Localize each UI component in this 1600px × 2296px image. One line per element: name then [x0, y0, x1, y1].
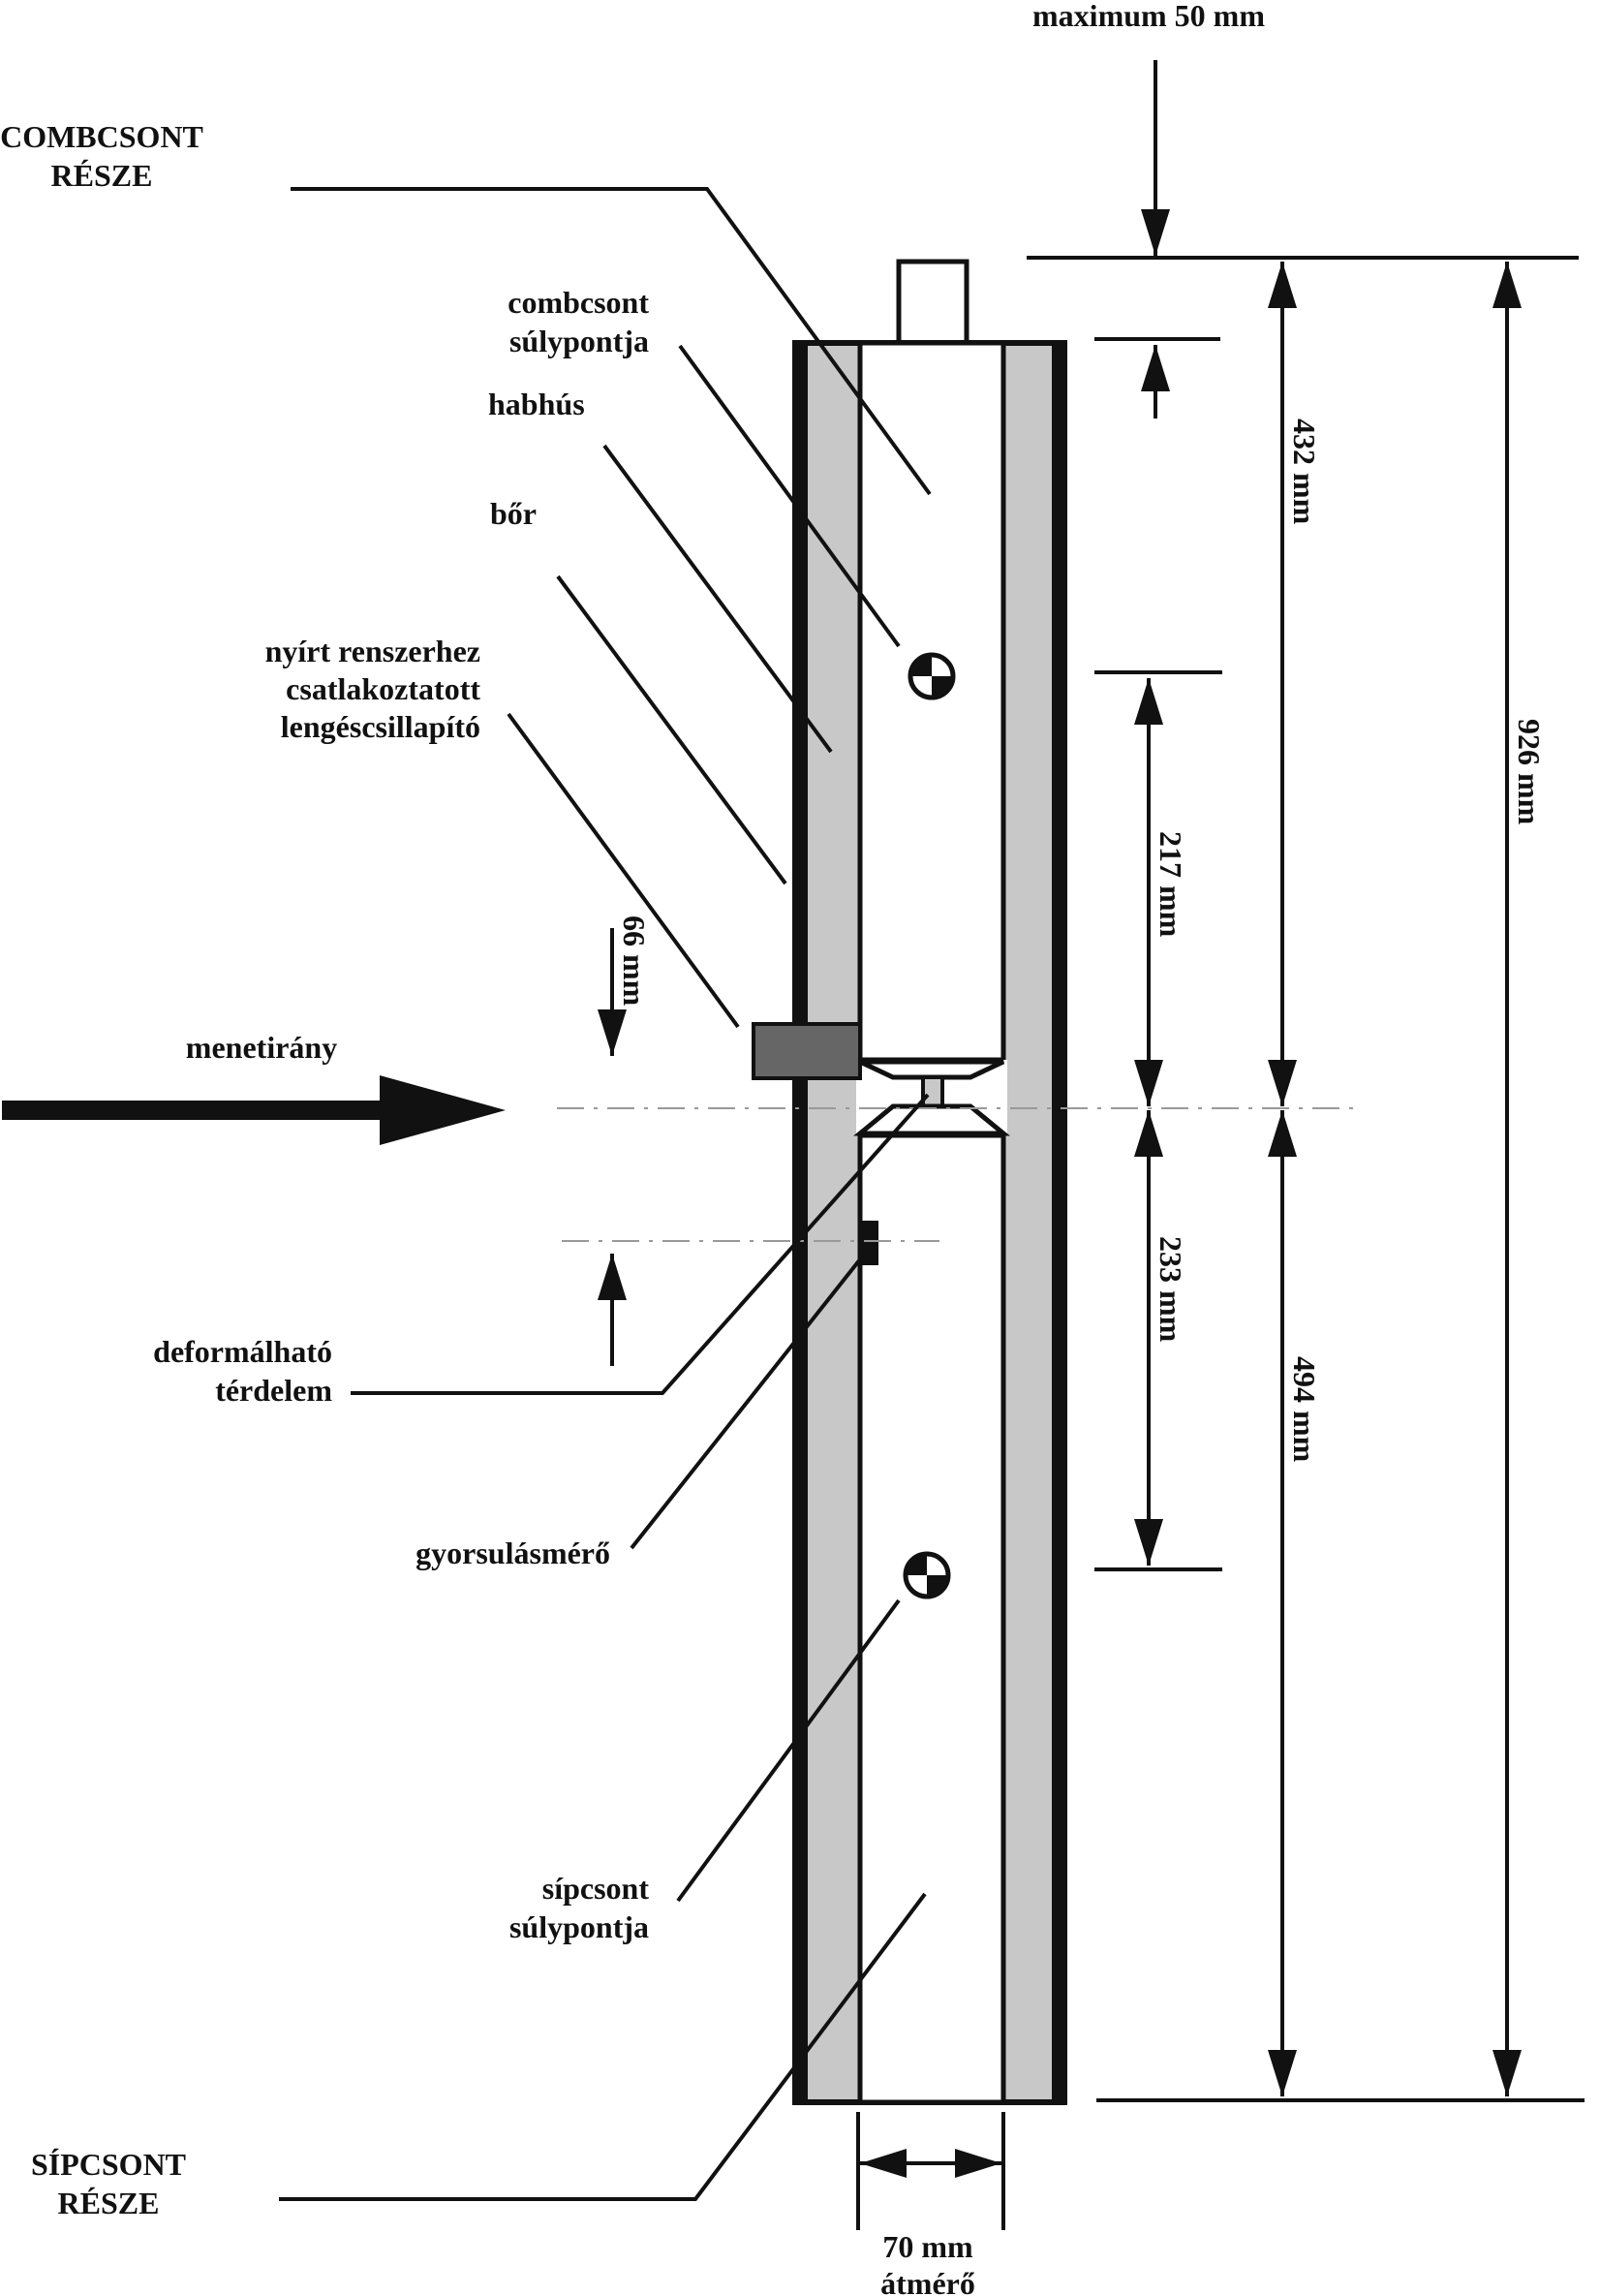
damper-label: nyírt renszerhez csatlakoztatott lengésc… [265, 634, 481, 744]
accelerometer-leader [630, 1257, 862, 1550]
svg-text:66 mm: 66 mm [617, 915, 652, 1007]
knee-to-tibia-cog-dimension: 233 mm [1134, 1110, 1188, 1566]
tibia-cog-leader [676, 1598, 901, 1903]
svg-text:233 mm: 233 mm [1154, 1236, 1188, 1343]
femur-part-label: COMBCSONT RÉSZE [0, 119, 203, 193]
svg-text:RÉSZE: RÉSZE [51, 158, 153, 193]
femur-cog-from-top-dimension: 432 mm [1268, 262, 1322, 1106]
knee-upper-element [858, 1059, 1005, 1080]
arrow-right-icon [380, 1075, 506, 1145]
impactor-body [752, 259, 1067, 2105]
diameter-dimension: 70 mm átmérő [856, 2112, 1005, 2296]
accelerometer-block [859, 1221, 878, 1265]
knee-connector [921, 1075, 944, 1108]
damper-leader [507, 712, 740, 1029]
skin-right [1052, 341, 1067, 2104]
accelerometer-label: gyorsulásmérő [415, 1536, 610, 1570]
svg-text:súlypontja: súlypontja [509, 324, 649, 358]
skin-left [792, 341, 808, 2104]
svg-text:70 mm: 70 mm [882, 2229, 973, 2264]
svg-text:SÍPCSONT: SÍPCSONT [31, 2147, 186, 2182]
svg-text:térdelem: térdelem [215, 1373, 332, 1408]
damper-block [752, 1022, 862, 1080]
svg-text:926 mm: 926 mm [1512, 719, 1547, 825]
svg-text:494 mm: 494 mm [1287, 1356, 1322, 1463]
foam-flesh-label: habhús [488, 387, 585, 421]
skin-leader [556, 574, 787, 885]
svg-text:RÉSZE: RÉSZE [58, 2186, 160, 2220]
svg-text:csatlakoztatott: csatlakoztatott [286, 671, 480, 706]
knee-to-femur-cog-dimension: 217 mm [1134, 678, 1188, 1106]
foam-right [1003, 341, 1052, 2104]
svg-text:sípcsont: sípcsont [542, 1871, 650, 1906]
tibia-cog-icon [903, 1551, 951, 1599]
top-max-dimension-label: maximum 50 mm [1032, 0, 1265, 33]
svg-text:súlypontja: súlypontja [509, 1909, 649, 1944]
knee-to-bottom-dimension: 494 mm [1268, 1110, 1322, 2096]
knee-lower-element [853, 1103, 1010, 1136]
deformable-knee-label: deformálható térdelem [153, 1334, 332, 1408]
top-mount [896, 259, 969, 346]
foam-leader [602, 444, 833, 754]
femur-part-leader [291, 187, 932, 496]
femur-cog-label: combcsont súlypontja [508, 285, 649, 358]
tibia-part-label: SÍPCSONT RÉSZE [31, 2147, 186, 2220]
svg-text:combcsont: combcsont [508, 285, 649, 320]
svg-text:432 mm: 432 mm [1287, 419, 1322, 525]
travel-direction-label: menetirány [186, 1030, 337, 1065]
svg-text:lengéscsillapító: lengéscsillapító [281, 709, 480, 744]
skin-label: bőr [490, 496, 537, 531]
femur-cog-icon [908, 652, 956, 700]
knee-leader [351, 1093, 930, 1395]
svg-text:átmérő: átmérő [880, 2266, 975, 2296]
svg-text:nyírt renszerhez: nyírt renszerhez [265, 634, 480, 668]
femur-cog-leader [678, 344, 901, 648]
svg-text:217 mm: 217 mm [1154, 831, 1188, 938]
svg-text:COMBCSONT: COMBCSONT [0, 119, 203, 154]
tibia-part-leader [279, 1892, 927, 2201]
femur-bone [857, 340, 1006, 1063]
accelerometer-offset-dimension: 66 mm [598, 915, 652, 1366]
svg-text:deformálható: deformálható [153, 1334, 332, 1369]
tibia-bone [857, 1132, 1006, 2105]
tibia-cog-label: sípcsont súlypontja [509, 1871, 649, 1944]
total-length-dimension: 926 mm [1492, 262, 1547, 2096]
travel-direction-arrow [2, 1075, 506, 1145]
